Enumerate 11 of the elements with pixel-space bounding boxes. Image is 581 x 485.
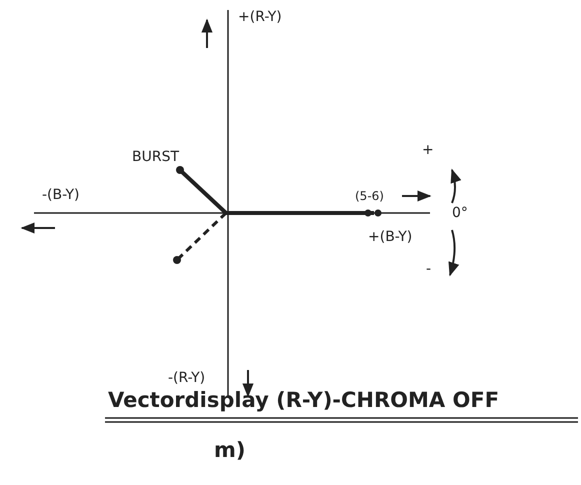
axis-label: -(B-Y) [42, 188, 80, 202]
sign-label: + [422, 143, 434, 157]
diagram-title: Vectordisplay (R-Y)-CHROMA OFF [108, 390, 500, 411]
axis-label: -(R-Y) [168, 371, 206, 385]
axis-label: +(R-Y) [238, 10, 282, 24]
sign-label: - [426, 262, 432, 276]
vector-label: BURST [132, 150, 180, 164]
figure-caption: m) [214, 440, 246, 461]
angle-label: 0° [452, 206, 468, 220]
vector-label: (5-6) [355, 190, 384, 202]
axis-label: +(B-Y) [368, 230, 412, 244]
